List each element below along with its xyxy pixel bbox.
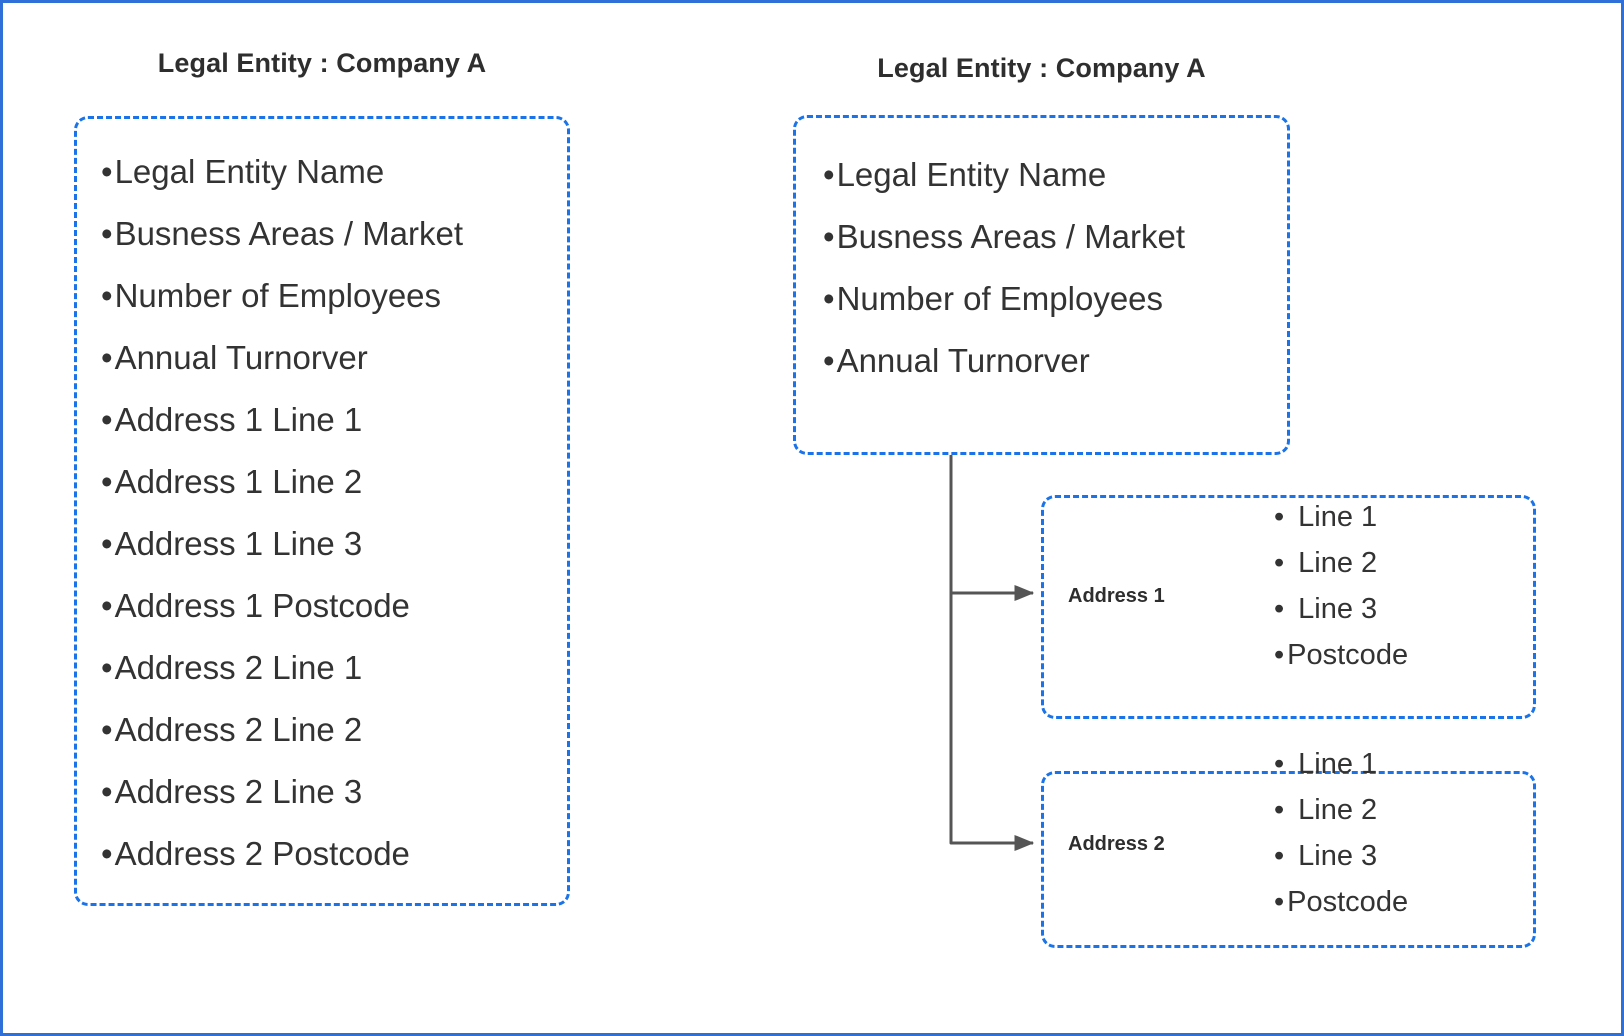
connector-to-address-1 — [949, 455, 1035, 602]
list-item: • Line 3 — [1274, 595, 1408, 624]
bullet-icon: • — [1274, 639, 1285, 671]
connector-to-address-2 — [949, 593, 1035, 852]
bullet-icon: • — [101, 463, 113, 500]
list-item-label: Address 2 Line 2 — [114, 711, 363, 748]
bullet-icon: • — [101, 773, 113, 810]
bullet-icon: • — [823, 218, 835, 255]
bullet-icon: • — [1274, 593, 1285, 625]
list-item: • Number of Employees — [823, 282, 1185, 315]
list-item-label: Postcode — [1287, 886, 1409, 918]
bullet-icon: • — [1274, 547, 1285, 579]
list-item-label: Number of Employees — [114, 277, 442, 314]
bullet-icon: • — [1274, 840, 1285, 872]
bullet-icon: • — [101, 525, 113, 562]
list-item: • Address 1 Line 1 — [101, 403, 463, 436]
bullet-icon: • — [101, 215, 113, 252]
list-item: • Annual Turnorver — [101, 341, 463, 374]
list-item: • Address 1 Line 3 — [101, 527, 463, 560]
list-item: • Address 2 Postcode — [101, 837, 463, 870]
address-1-field-list: • Line 1 • Line 2 • Line 3 • Postcode — [1274, 503, 1408, 670]
bullet-icon: • — [1274, 886, 1285, 918]
list-item-label: Line 3 — [1298, 593, 1378, 625]
list-item-label: Address 2 Postcode — [114, 835, 410, 872]
list-item: • Annual Turnorver — [823, 344, 1185, 377]
address-1-box — [1041, 495, 1536, 719]
address-2-field-list: • Line 1 • Line 2 • Line 3 • Postcode — [1274, 750, 1408, 917]
list-item: • Postcode — [1274, 641, 1408, 670]
list-item-label: Busness Areas / Market — [114, 215, 464, 252]
right-entity-attribute-list: • Legal Entity Name • Busness Areas / Ma… — [823, 158, 1185, 406]
list-item: • Address 2 Line 3 — [101, 775, 463, 808]
list-item-label: Busness Areas / Market — [836, 218, 1186, 255]
list-item: • Line 1 — [1274, 750, 1408, 779]
list-item: • Number of Employees — [101, 279, 463, 312]
list-item-label: Line 2 — [1298, 547, 1378, 579]
list-item: • Line 3 — [1274, 842, 1408, 871]
list-item: • Address 1 Postcode — [101, 589, 463, 622]
list-item-label: Address 1 Line 3 — [114, 525, 363, 562]
address-1-label: Address 1 — [1068, 585, 1165, 607]
list-item: • Address 2 Line 2 — [101, 713, 463, 746]
bullet-icon: • — [1274, 748, 1285, 780]
left-entity-box — [74, 116, 570, 906]
list-item: • Line 1 — [1274, 503, 1408, 532]
bullet-icon: • — [1274, 501, 1285, 533]
bullet-icon: • — [101, 711, 113, 748]
list-item: • Address 1 Line 2 — [101, 465, 463, 498]
list-item-label: Line 3 — [1298, 840, 1378, 872]
list-item: • Line 2 — [1274, 549, 1408, 578]
list-item-label: Address 1 Line 1 — [114, 401, 363, 438]
list-item-label: Legal Entity Name — [836, 156, 1107, 193]
bullet-icon: • — [101, 153, 113, 190]
bullet-icon: • — [1274, 794, 1285, 826]
left-panel-title: Legal Entity : Company A — [157, 48, 487, 78]
list-item-label: Postcode — [1287, 639, 1409, 671]
list-item-label: Line 2 — [1298, 794, 1378, 826]
right-entity-box — [793, 115, 1290, 455]
bullet-icon: • — [101, 401, 113, 438]
list-item: • Busness Areas / Market — [101, 217, 463, 250]
list-item-label: Annual Turnorver — [836, 342, 1090, 379]
bullet-icon: • — [101, 587, 113, 624]
bullet-icon: • — [823, 342, 835, 379]
left-entity-attribute-list: • Legal Entity Name • Busness Areas / Ma… — [101, 155, 463, 899]
list-item-label: Legal Entity Name — [114, 153, 385, 190]
list-item-label: Address 2 Line 3 — [114, 773, 363, 810]
list-item-label: Address 1 Line 2 — [114, 463, 363, 500]
list-item-label: Number of Employees — [836, 280, 1164, 317]
list-item: • Address 2 Line 1 — [101, 651, 463, 684]
list-item-label: Address 2 Line 1 — [114, 649, 363, 686]
list-item: • Line 2 — [1274, 796, 1408, 825]
bullet-icon: • — [101, 339, 113, 376]
bullet-icon: • — [101, 277, 113, 314]
bullet-icon: • — [823, 280, 835, 317]
right-panel-title: Legal Entity : Company A — [877, 53, 1206, 83]
list-item: • Busness Areas / Market — [823, 220, 1185, 253]
bullet-icon: • — [101, 835, 113, 872]
list-item: • Legal Entity Name — [101, 155, 463, 188]
list-item-label: Address 1 Postcode — [114, 587, 410, 624]
bullet-icon: • — [823, 156, 835, 193]
address-2-label: Address 2 — [1068, 833, 1165, 855]
list-item: • Legal Entity Name — [823, 158, 1185, 191]
list-item-label: Line 1 — [1298, 501, 1378, 533]
list-item: • Postcode — [1274, 888, 1408, 917]
bullet-icon: • — [101, 649, 113, 686]
address-2-box — [1041, 771, 1536, 948]
list-item-label: Line 1 — [1298, 748, 1378, 780]
list-item-label: Annual Turnorver — [114, 339, 368, 376]
